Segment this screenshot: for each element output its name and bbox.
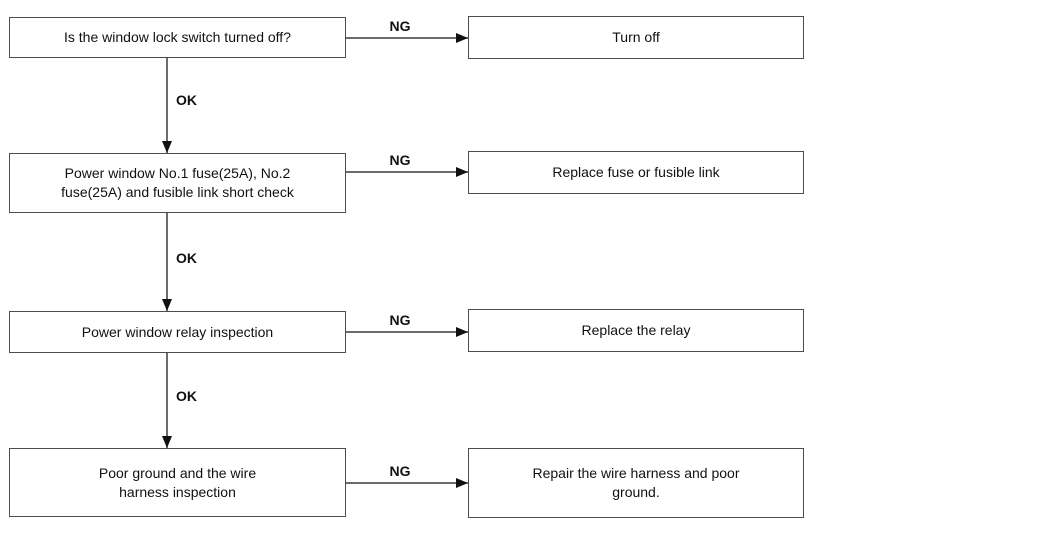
ng-label: NG (389, 463, 411, 479)
ng-label: NG (389, 312, 411, 328)
action-box-replace-relay: Replace the relay (468, 309, 804, 352)
action-box-replace-fuse: Replace fuse or fusible link (468, 151, 804, 194)
ng-label: NG (389, 152, 411, 168)
check-box-window-lock-switch: Is the window lock switch turned off? (9, 17, 346, 58)
action-box-turn-off: Turn off (468, 16, 804, 59)
check-box-fuse-short-check: Power window No.1 fuse(25A), No.2 fuse(2… (9, 153, 346, 213)
ok-label: OK (176, 92, 197, 108)
action-box-repair-harness: Repair the wire harness and poor ground. (468, 448, 804, 518)
check-box-ground-harness-inspection: Poor ground and the wire harness inspect… (9, 448, 346, 517)
ng-label: NG (389, 18, 411, 34)
ok-label: OK (176, 388, 197, 404)
ok-label: OK (176, 250, 197, 266)
check-box-relay-inspection: Power window relay inspection (9, 311, 346, 353)
